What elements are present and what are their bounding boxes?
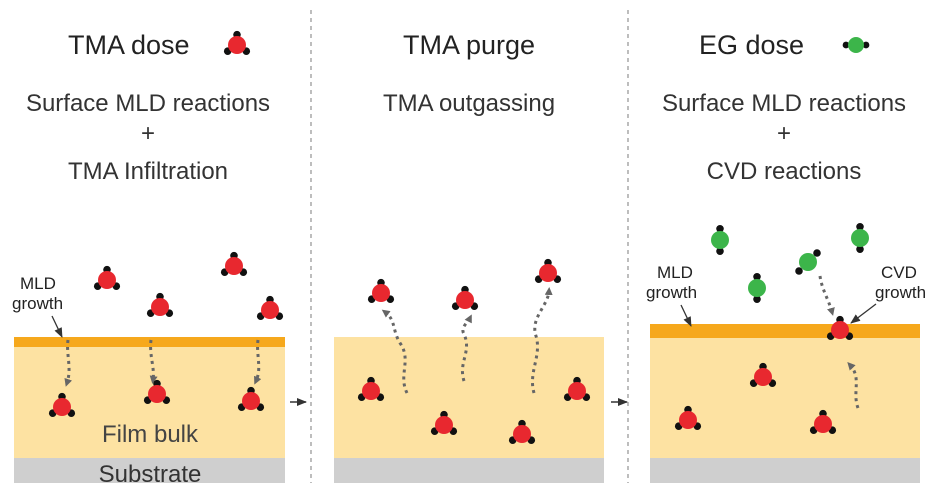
tma-molecule	[534, 258, 562, 283]
tma-molecule	[430, 410, 458, 435]
outgassing-arrow	[531, 287, 553, 394]
panel-line: +	[777, 120, 791, 147]
tma-molecule-icon	[223, 30, 251, 55]
eg-core	[848, 37, 864, 53]
mld-growth-label: growth	[646, 283, 697, 302]
tma-molecule	[674, 405, 702, 430]
metal-center	[831, 321, 849, 339]
tma-molecule	[256, 295, 284, 320]
cvd-growth-label: CVD	[881, 263, 917, 282]
ligand-atom	[753, 295, 761, 304]
infiltration-arrow	[149, 339, 158, 384]
metal-center	[754, 368, 772, 386]
ligand-atom	[856, 222, 864, 231]
metal-center	[261, 301, 279, 319]
panel-eg-dose: EG dose Surface MLD reactions + CVD reac…	[646, 30, 926, 483]
panel-line: Surface MLD reactions	[26, 90, 270, 117]
tma-molecule	[367, 278, 395, 303]
panel-line: TMA outgassing	[383, 90, 555, 117]
substrate	[650, 458, 920, 483]
panel-title: TMA purge	[403, 30, 535, 60]
metal-center	[53, 398, 71, 416]
ligand-atom	[842, 41, 850, 49]
cvd-pointer-arrow	[850, 303, 877, 324]
tma-molecule	[749, 362, 777, 387]
panel-title: TMA dose	[68, 30, 190, 60]
substrate	[334, 458, 604, 483]
tma-molecule	[508, 419, 536, 444]
infiltration-arrow	[64, 339, 73, 387]
eg-core	[711, 231, 729, 249]
outgassing-arrow	[381, 309, 409, 394]
panel-line: Surface MLD reactions	[662, 90, 906, 117]
eg-molecule	[748, 272, 766, 304]
eg-core	[748, 279, 766, 297]
reaction-arrow	[818, 275, 835, 316]
ligand-atom	[862, 41, 870, 49]
metal-center	[98, 271, 116, 289]
mld-growth-label: MLD	[20, 274, 56, 293]
mld-growth-label: MLD	[657, 263, 693, 282]
panel-line: CVD reactions	[707, 158, 862, 185]
metal-center	[513, 425, 531, 443]
infiltration-arrow	[254, 339, 262, 385]
metal-center	[814, 415, 832, 433]
ligand-atom	[813, 249, 821, 257]
tma-molecule	[146, 292, 174, 317]
eg-molecule	[851, 222, 869, 254]
ligand-atom	[856, 245, 864, 254]
film-bulk	[650, 338, 920, 458]
ligand-atom	[753, 272, 761, 281]
metal-center	[435, 416, 453, 434]
eg-molecule	[795, 249, 821, 275]
metal-center	[151, 298, 169, 316]
ligand-atom	[716, 247, 724, 256]
panel-tma-purge: TMA purge TMA outgassing	[334, 30, 604, 483]
mld-pointer-arrow	[680, 304, 692, 327]
mld-growth-label: growth	[12, 294, 63, 313]
tma-molecule	[826, 315, 854, 340]
tma-molecule	[220, 251, 248, 276]
eg-molecule-icon	[842, 37, 870, 53]
metal-center	[242, 392, 260, 410]
metal-center	[539, 264, 557, 282]
metal-center	[148, 385, 166, 403]
eg-core	[799, 253, 817, 271]
panel-tma-dose: TMA dose Surface MLD reactions + TMA Inf…	[12, 30, 285, 483]
panel-line: +	[141, 120, 155, 147]
film-bulk-label: Film bulk	[102, 421, 199, 448]
tma-molecule	[809, 409, 837, 434]
panel-line: TMA Infiltration	[68, 158, 228, 185]
tma-molecule	[563, 376, 591, 401]
tma-molecule	[451, 285, 479, 310]
cvd-growth-label: growth	[875, 283, 926, 302]
eg-molecule	[711, 224, 729, 256]
mld-pointer-arrow	[51, 315, 63, 338]
metal-center	[372, 284, 390, 302]
tma-molecule	[143, 379, 171, 404]
substrate	[14, 458, 285, 483]
metal-center	[679, 411, 697, 429]
metal-center	[456, 291, 474, 309]
eg-core	[851, 229, 869, 247]
metal-center	[568, 382, 586, 400]
panel-title: EG dose	[699, 30, 804, 60]
metal-center	[225, 257, 243, 275]
outgassing-arrow	[461, 314, 472, 382]
ligand-atom	[795, 267, 803, 275]
tma-molecule	[93, 265, 121, 290]
metal-center	[362, 382, 380, 400]
tma-molecule	[48, 392, 76, 417]
ligand-atom	[716, 224, 724, 233]
reaction-arrow	[847, 362, 860, 409]
tma-molecule	[237, 386, 265, 411]
substrate-label: Substrate	[99, 461, 202, 483]
tma-molecule	[357, 376, 385, 401]
metal-center	[228, 36, 246, 54]
